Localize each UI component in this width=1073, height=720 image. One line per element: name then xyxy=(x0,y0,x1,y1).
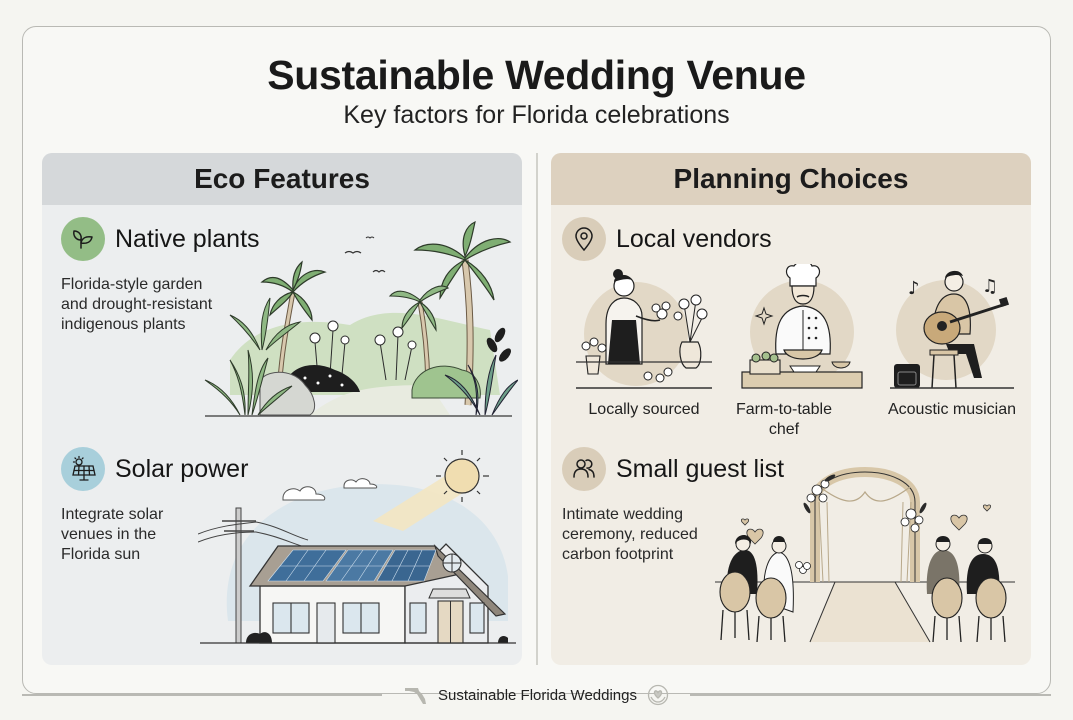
florida-garden-palms-illustration xyxy=(204,220,518,417)
wedding-ceremony-arch-illustration xyxy=(715,467,1015,643)
sprout-icon xyxy=(61,217,105,261)
solar-house-illustration xyxy=(198,450,516,644)
solar-power-feature: Solar power Integrate solar venues in th… xyxy=(61,447,248,565)
solar-power-title: Solar power xyxy=(115,454,249,483)
vendor-caption-acoustic-musician: Acoustic musician xyxy=(887,401,1017,418)
users-icon xyxy=(562,447,606,491)
page-subtitle: Key factors for Florida celebrations xyxy=(343,101,730,129)
local-vendors-feature: Local vendors xyxy=(562,217,772,261)
guitarist-illustration: ♪ ♫ xyxy=(890,270,1014,389)
footer-rule-left xyxy=(22,694,382,696)
small-guest-list-title: Small guest list xyxy=(616,454,785,483)
chef-illustration xyxy=(741,264,863,389)
panel-divider xyxy=(536,153,538,665)
footer-text: Sustainable Florida Weddings xyxy=(437,686,637,704)
footer: Sustainable Florida Weddings xyxy=(0,683,1073,707)
heart-hands-icon xyxy=(647,684,669,706)
small-guest-list-feature: Small guest list Intimate wedding ceremo… xyxy=(562,447,784,565)
native-plants-title: Native plants xyxy=(115,224,260,253)
svg-text:♪: ♪ xyxy=(908,278,920,299)
svg-text:♫: ♫ xyxy=(982,276,998,297)
footer-rule-right xyxy=(690,694,1051,696)
local-vendors-title: Local vendors xyxy=(616,224,772,253)
small-guest-list-description: Intimate wedding ceremony, reduced carbo… xyxy=(562,506,698,563)
eco-features-heading: Eco Features xyxy=(42,153,522,205)
planning-choices-heading: Planning Choices xyxy=(551,153,1031,205)
solar-power-description: Integrate solar venues in the Florida su… xyxy=(61,506,164,563)
solar-panel-icon xyxy=(61,447,105,491)
page-title: Sustainable Wedding Venue xyxy=(267,52,806,98)
vendor-caption-locally-sourced: Locally sourced xyxy=(588,401,700,418)
florida-state-icon xyxy=(404,688,426,704)
native-plants-feature: Native plants Florida-style garden and d… xyxy=(61,217,260,335)
vendor-caption-farm-to-table-chef: Farm-to-table chef xyxy=(735,401,833,438)
map-pin-icon xyxy=(562,217,606,261)
florist-illustration xyxy=(576,269,712,389)
native-plants-description: Florida-style garden and drought-resista… xyxy=(61,276,213,333)
